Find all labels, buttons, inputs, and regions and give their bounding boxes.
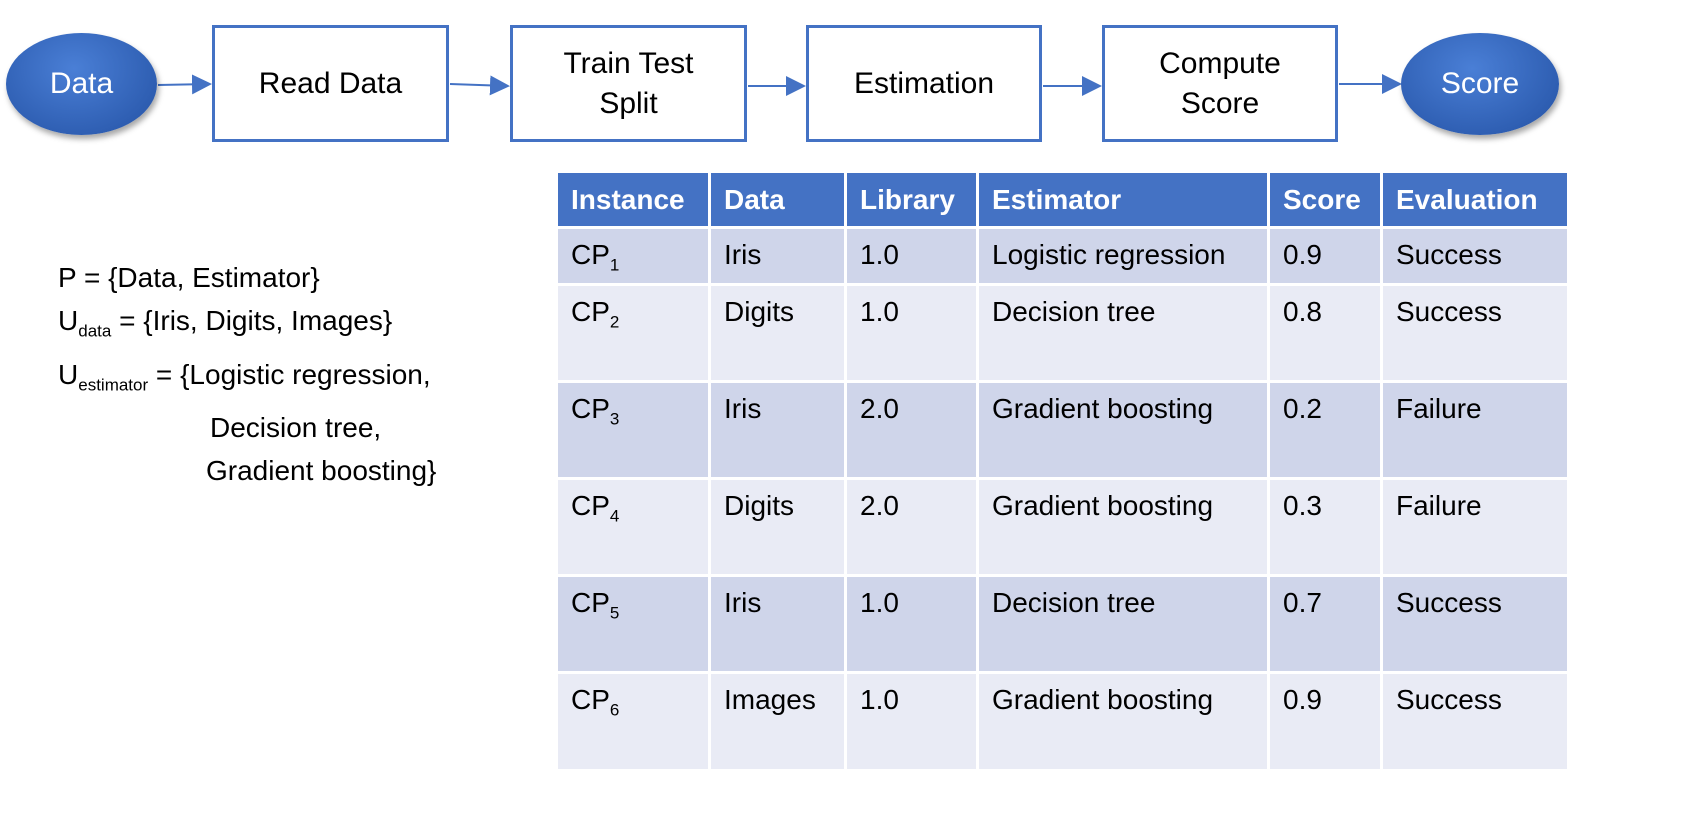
cell-est: Gradient boosting — [979, 480, 1267, 574]
instance-label: CP — [571, 393, 610, 424]
start-node-data: Data — [6, 33, 157, 135]
cell-est: Logistic regression — [979, 229, 1267, 283]
cell-score: 0.8 — [1270, 286, 1380, 380]
cell-lib: 2.0 — [847, 480, 976, 574]
param-p: P = {Data, Estimator} — [58, 262, 320, 293]
u-subscript: data — [78, 321, 112, 341]
step-estimation: Estimation — [806, 25, 1042, 142]
cell-score: 0.9 — [1270, 229, 1380, 283]
instance-label: CP — [571, 296, 610, 327]
cell-instance: CP6 — [558, 674, 708, 769]
cell-instance: CP2 — [558, 286, 708, 380]
end-node-score: Score — [1401, 33, 1559, 135]
cell-est: Decision tree — [979, 286, 1267, 380]
column-header: Score — [1270, 173, 1380, 226]
cell-eval: Success — [1383, 577, 1567, 671]
cell-eval: Failure — [1383, 383, 1567, 477]
cell-est: Gradient boosting — [979, 674, 1267, 769]
param-u-data: Udata = {Iris, Digits, Images} — [58, 299, 436, 353]
instance-label: CP — [571, 239, 610, 270]
param-u-estimator: Uestimator = {Logistic regression, — [58, 353, 436, 407]
u-subscript: estimator — [78, 375, 149, 395]
u-symbol: U — [58, 305, 79, 336]
cell-instance: CP4 — [558, 480, 708, 574]
cell-est: Decision tree — [979, 577, 1267, 671]
arrow — [449, 75, 510, 96]
cell-score: 0.7 — [1270, 577, 1380, 671]
parameter-definitions: P = {Data, Estimator} Udata = {Iris, Dig… — [58, 256, 436, 492]
u-estimator-line3: Gradient boosting} — [206, 455, 437, 487]
cell-lib: 1.0 — [847, 674, 976, 769]
cell-instance: CP5 — [558, 577, 708, 671]
step-compute-score: Compute Score — [1102, 25, 1338, 142]
cell-data: Iris — [711, 229, 844, 283]
instance-index: 4 — [609, 506, 620, 526]
u-data-set: = {Iris, Digits, Images} — [111, 305, 393, 336]
instance-index: 3 — [609, 409, 620, 429]
column-header: Library — [847, 173, 976, 226]
cell-lib: 1.0 — [847, 229, 976, 283]
column-header: Instance — [558, 173, 708, 226]
column-header: Estimator — [979, 173, 1267, 226]
instance-index: 6 — [609, 700, 620, 720]
instance-label: CP — [571, 684, 610, 715]
cell-instance: CP3 — [558, 383, 708, 477]
cell-score: 0.9 — [1270, 674, 1380, 769]
cell-eval: Success — [1383, 286, 1567, 380]
column-header: Data — [711, 173, 844, 226]
cell-lib: 1.0 — [847, 577, 976, 671]
instance-label: CP — [571, 587, 610, 618]
step-read-data: Read Data — [212, 25, 449, 142]
flow-arrows — [157, 74, 1402, 96]
cell-lib: 2.0 — [847, 383, 976, 477]
cell-instance: CP1 — [558, 229, 708, 283]
cell-data: Digits — [711, 480, 844, 574]
column-header: Evaluation — [1383, 173, 1567, 226]
cell-score: 0.2 — [1270, 383, 1380, 477]
cell-lib: 1.0 — [847, 286, 976, 380]
cell-score: 0.3 — [1270, 480, 1380, 574]
arrow — [157, 74, 212, 95]
u-symbol: U — [58, 358, 79, 390]
instance-index: 2 — [609, 312, 620, 332]
cell-eval: Failure — [1383, 480, 1567, 574]
step-train-test-split: Train Test Split — [510, 25, 747, 142]
instance-index: 1 — [609, 255, 620, 275]
cell-eval: Success — [1383, 229, 1567, 283]
instance-index: 5 — [609, 603, 620, 623]
cell-data: Iris — [711, 383, 844, 477]
cell-data: Iris — [711, 577, 844, 671]
u-estimator-line2: Decision tree, — [210, 412, 382, 444]
cell-est: Gradient boosting — [979, 383, 1267, 477]
cell-data: Digits — [711, 286, 844, 380]
cell-data: Images — [711, 674, 844, 769]
u-estimator-set: = {Logistic regression, — [148, 358, 431, 390]
cell-eval: Success — [1383, 674, 1567, 769]
instance-label: CP — [571, 490, 610, 521]
